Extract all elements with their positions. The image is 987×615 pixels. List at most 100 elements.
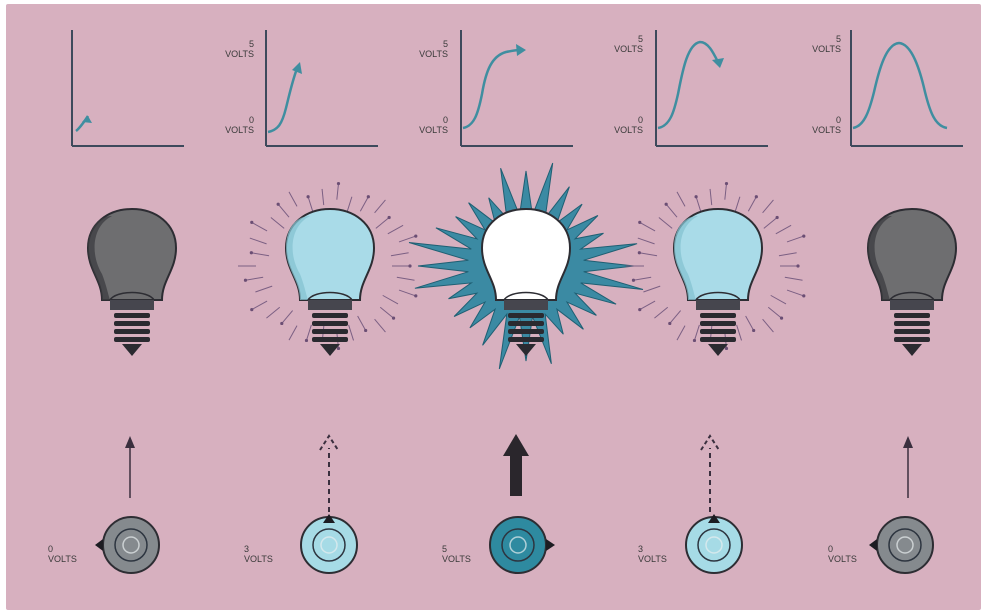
bulb-thread <box>700 313 736 318</box>
bulb-1-off <box>88 209 176 356</box>
light-ray <box>358 316 366 331</box>
light-ray <box>779 253 797 256</box>
bulb-thread <box>700 329 736 334</box>
light-ray <box>694 325 699 341</box>
light-ray <box>250 238 267 244</box>
light-ray <box>376 217 389 228</box>
graph-2 <box>266 30 378 146</box>
light-ray-dot <box>665 203 668 206</box>
bulb-collar <box>696 300 740 310</box>
bulb-thread <box>114 313 150 318</box>
light-ray <box>746 316 754 331</box>
bulb-tip <box>708 344 728 356</box>
knob-body <box>686 517 742 573</box>
light-ray-dot <box>337 182 340 185</box>
light-ray-dot <box>776 216 779 219</box>
arrow-4-dashed <box>701 436 719 512</box>
light-ray <box>725 184 727 200</box>
knob-2-label: 3VOLTS <box>244 544 284 564</box>
bulb-tip <box>320 344 340 356</box>
light-ray <box>308 197 313 213</box>
light-ray-dot <box>725 347 728 350</box>
bulb-collar <box>308 300 352 310</box>
light-ray <box>271 217 284 228</box>
light-ray <box>289 192 297 207</box>
light-ray <box>306 325 311 341</box>
light-ray-dot <box>244 279 247 282</box>
knob-4 <box>686 514 742 573</box>
arrow-head-icon <box>701 436 719 450</box>
bulb-thread <box>312 329 348 334</box>
light-ray <box>633 277 651 280</box>
light-ray-dot <box>307 195 310 198</box>
light-ray <box>771 295 786 304</box>
bulb-thread <box>508 313 544 318</box>
light-ray <box>677 326 685 341</box>
knob-body <box>490 517 546 573</box>
light-ray <box>282 311 293 324</box>
light-ray <box>638 238 655 244</box>
light-ray <box>360 197 368 212</box>
light-ray <box>347 197 352 213</box>
light-ray-dot <box>408 264 411 267</box>
light-ray <box>654 307 667 318</box>
light-ray-dot <box>250 251 253 254</box>
bulb-tip <box>902 344 922 356</box>
bulb-thread <box>894 313 930 318</box>
curve-arrowhead-icon <box>516 44 526 56</box>
bulb-thread <box>114 329 150 334</box>
light-ray <box>735 197 740 213</box>
arrow-head-icon <box>503 434 529 456</box>
bulb-thread <box>114 337 150 342</box>
light-ray-dot <box>796 264 799 267</box>
light-ray-dot <box>725 182 728 185</box>
light-ray <box>696 197 701 213</box>
light-ray-dot <box>367 195 370 198</box>
light-ray <box>666 204 677 217</box>
light-ray-dot <box>414 234 417 237</box>
light-ray-dot <box>414 294 417 297</box>
light-ray-dot <box>250 308 253 311</box>
light-ray <box>380 307 393 318</box>
graph-2-bottom-label: 0VOLTS <box>214 115 254 135</box>
bulb-collar <box>890 300 934 310</box>
light-ray <box>388 225 403 234</box>
knob-pointer-icon <box>546 539 555 551</box>
light-ray <box>251 253 269 256</box>
graph-4 <box>656 30 768 146</box>
knob-5-label: 0VOLTS <box>828 544 868 564</box>
light-ray <box>785 277 803 280</box>
knob-body <box>877 517 933 573</box>
light-ray <box>643 286 660 292</box>
light-ray-dot <box>392 317 395 320</box>
light-ray <box>677 192 685 207</box>
knob-5 <box>869 517 933 573</box>
light-ray <box>640 222 655 231</box>
bulb-thread <box>508 329 544 334</box>
light-ray <box>383 295 398 304</box>
arrow-head-icon <box>903 436 913 448</box>
knob-2 <box>301 514 357 573</box>
light-ray-dot <box>638 308 641 311</box>
arrow-1-thin <box>125 436 135 498</box>
light-ray <box>255 286 272 292</box>
knob-1 <box>95 517 159 573</box>
light-ray <box>710 189 712 205</box>
bulb-thread <box>312 337 348 342</box>
light-ray <box>375 319 386 332</box>
light-ray <box>787 290 804 296</box>
light-ray <box>737 325 742 341</box>
bulb-thread <box>114 321 150 326</box>
light-ray <box>764 217 777 228</box>
graph-3-bottom-label: 0VOLTS <box>408 115 448 135</box>
light-ray <box>337 184 339 200</box>
knob-pointer-icon <box>869 539 877 551</box>
bulb-thread <box>508 337 544 342</box>
light-ray-dot <box>277 203 280 206</box>
light-ray-dot <box>802 234 805 237</box>
